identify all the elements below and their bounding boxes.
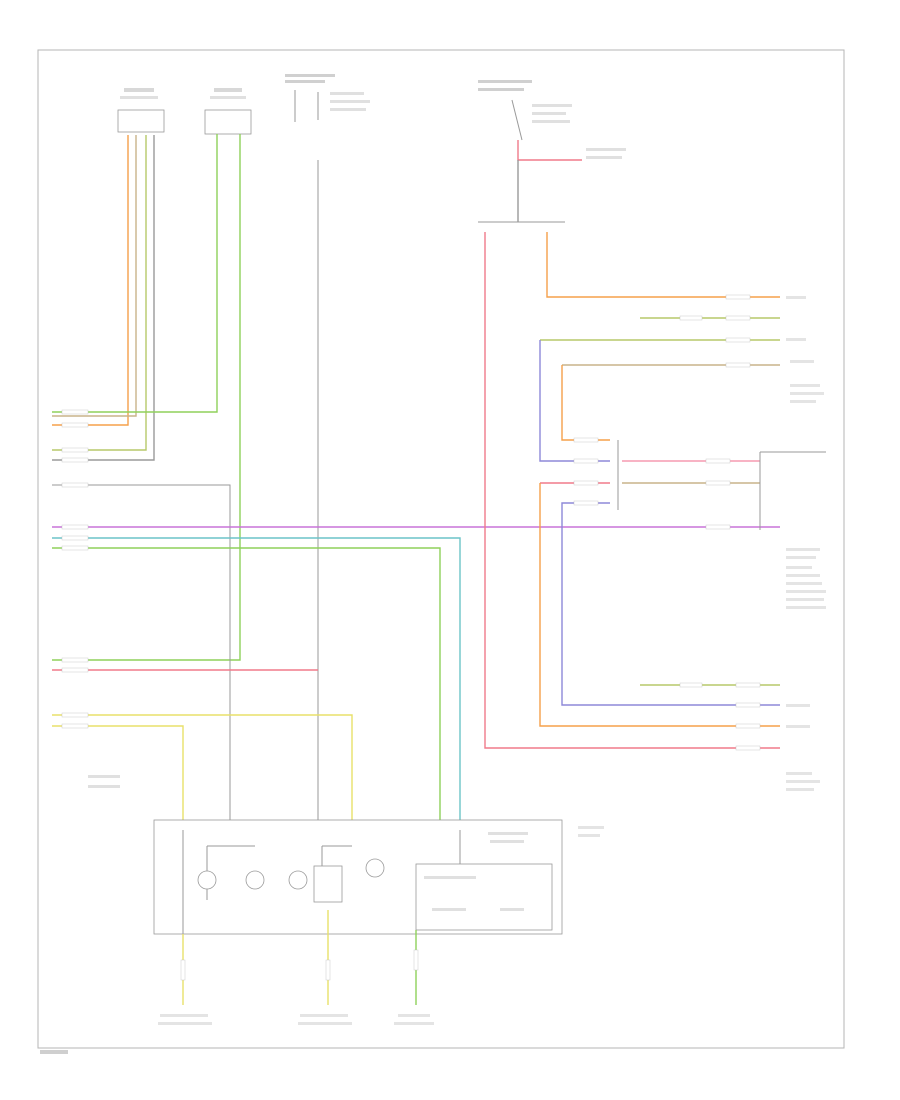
left-pin-labels xyxy=(61,409,89,729)
page-reference-mark xyxy=(40,1050,68,1054)
right-labels xyxy=(786,296,826,791)
bottom-module xyxy=(153,819,604,935)
wires-top-middle xyxy=(52,134,241,661)
right-segment-labels xyxy=(573,294,761,751)
bottom-wires xyxy=(158,910,434,1025)
horizontal-bus-lines xyxy=(52,526,780,830)
top-switch-component xyxy=(285,74,370,122)
top-left-component xyxy=(117,88,165,133)
legend xyxy=(88,775,120,788)
top-right-switch-component xyxy=(478,80,626,159)
top-middle-component xyxy=(204,88,252,135)
